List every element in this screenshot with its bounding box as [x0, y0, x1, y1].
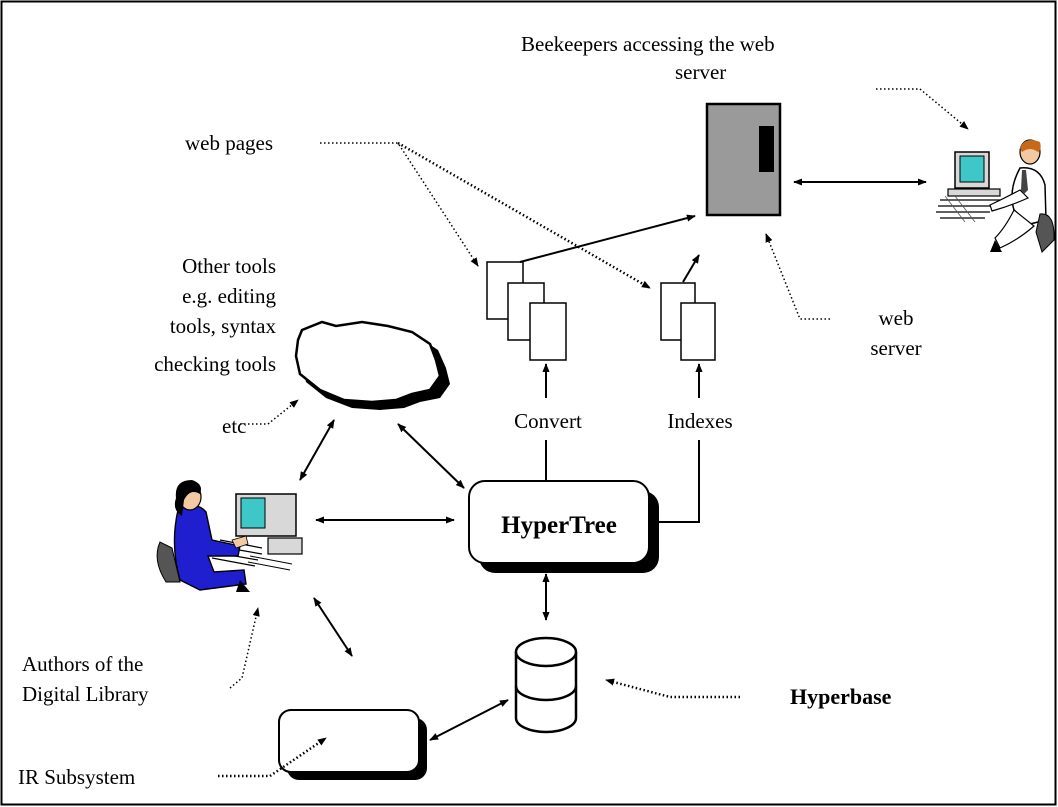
indexes-to-server-arrow	[682, 254, 700, 283]
web-server-label-line2: server	[870, 336, 921, 360]
converted-pages-stack-icon	[486, 261, 567, 361]
cloud-author-arrow	[299, 419, 335, 481]
other-tools-label-line2: e.g. editing	[182, 284, 276, 308]
convert-label: Convert	[514, 409, 582, 433]
hyperbase-database-icon	[514, 636, 578, 734]
web-server-label-line1: web	[879, 306, 914, 330]
callout-leaders	[218, 88, 969, 778]
indexes-label: Indexes	[667, 409, 732, 433]
ir-hyperbase-arrow	[429, 699, 509, 741]
index-pages-stack-icon	[660, 282, 716, 361]
hypertree-label: HyperTree	[501, 512, 617, 539]
beekeepers-label-line1: Beekeepers accessing the web	[521, 32, 775, 56]
web-pages-label: web pages	[185, 131, 273, 155]
connectors	[299, 178, 927, 741]
other-tools-label-line4: checking tools	[154, 352, 276, 376]
author-person-icon	[156, 480, 303, 592]
ir-subsystem-box	[278, 709, 427, 780]
beekeeper-person-icon	[936, 139, 1055, 253]
authors-label-line1: Authors of the	[22, 652, 143, 676]
pages-to-server-arrow	[519, 214, 696, 263]
web-server-tower-icon	[705, 102, 782, 217]
other-tools-label-line3: tools, syntax	[170, 314, 277, 338]
cloud-hypertree-arrow	[397, 423, 465, 489]
tools-cloud-icon	[294, 320, 450, 410]
author-ir-arrow	[313, 597, 353, 657]
other-tools-label-line5: etc	[222, 414, 246, 438]
hyperbase-label: Hyperbase	[790, 684, 892, 709]
beekeepers-label-line2: server	[675, 60, 726, 84]
other-tools-label-line1: Other tools	[182, 254, 276, 278]
hypertree-box	[468, 480, 659, 573]
ir-subsystem-label: IR Subsystem	[18, 765, 135, 789]
authors-label-line2: Digital Library	[22, 682, 149, 706]
